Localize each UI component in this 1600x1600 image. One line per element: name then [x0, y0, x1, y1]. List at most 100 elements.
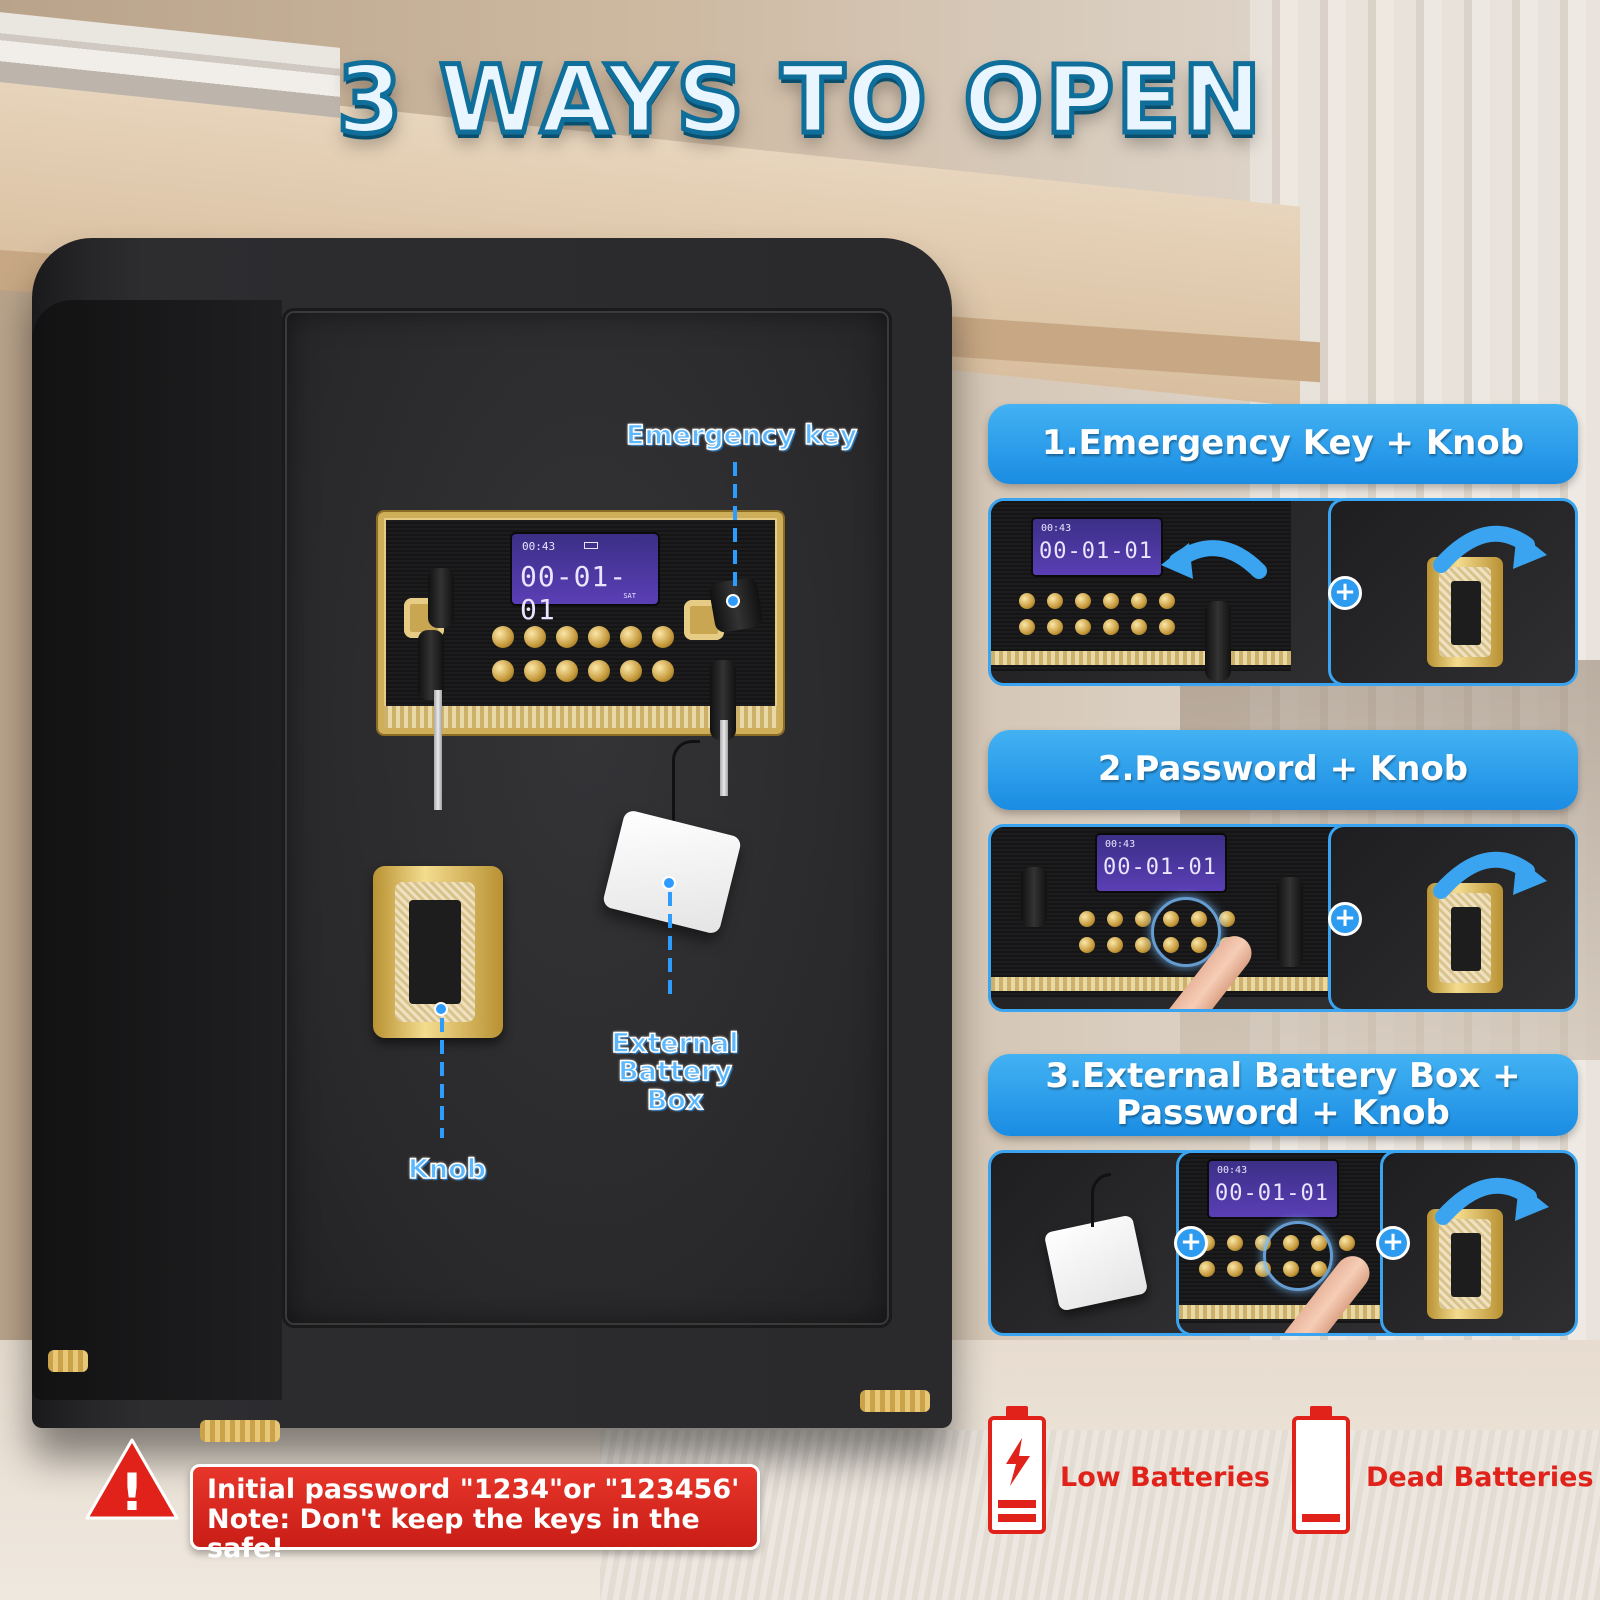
- keypad-button[interactable]: [652, 626, 674, 648]
- keypad-button[interactable]: [620, 626, 642, 648]
- mini-button: [1131, 619, 1147, 635]
- safe-foot: [48, 1350, 88, 1372]
- mini-trim: [991, 651, 1291, 665]
- mini-button: [1227, 1261, 1243, 1277]
- low-batteries-label: Low Batteries: [1060, 1462, 1270, 1493]
- mini-battery-box: [1043, 1214, 1149, 1312]
- lcd-battery-icon: [584, 542, 598, 549]
- key-icon[interactable]: [418, 630, 444, 700]
- method-2-title: 2.Password + Knob: [1097, 749, 1469, 790]
- mini-button: [1219, 911, 1235, 927]
- warning-triangle-icon: !: [85, 1438, 179, 1522]
- warning-symbol: !: [120, 1463, 144, 1522]
- mini-trim: [1179, 1305, 1405, 1319]
- keypad-button[interactable]: [620, 660, 642, 682]
- method-1-header: 1.Emergency Key + Knob: [988, 404, 1578, 484]
- curved-arrow-icon: [1433, 851, 1547, 899]
- mini-button: [1135, 911, 1151, 927]
- method-1-image-knob: [1328, 498, 1578, 686]
- battery-dead-icon: [1292, 1406, 1350, 1534]
- callout-external-battery-line2: Battery Box: [617, 1056, 732, 1116]
- safe-side: [32, 300, 282, 1400]
- lcd-day: SAT: [623, 592, 636, 600]
- mini-lcd-date: 00-01-01: [1103, 855, 1217, 880]
- keypad-button[interactable]: [652, 660, 674, 682]
- curved-arrow-icon: [1161, 540, 1267, 579]
- mini-button: [1159, 619, 1175, 635]
- mini-button: [1227, 1235, 1243, 1251]
- safe-foot: [860, 1390, 930, 1412]
- plus-icon: +: [1328, 902, 1362, 936]
- mini-button: [1339, 1235, 1355, 1251]
- key-icon[interactable]: [428, 568, 454, 628]
- mini-lcd: 00:43 00-01-01: [1097, 835, 1225, 891]
- lcd-display: 00:43 00-01-01 SAT: [512, 534, 658, 626]
- callout-dot: [662, 876, 676, 890]
- plus-icon: +: [1174, 1226, 1208, 1260]
- mini-button: [1103, 619, 1119, 635]
- key-icon: [1021, 867, 1047, 927]
- mini-button: [1199, 1261, 1215, 1277]
- safe-door: [282, 308, 892, 1328]
- callout-line: [440, 1018, 444, 1138]
- key-icon: [1277, 877, 1303, 967]
- keypad-button[interactable]: [524, 626, 546, 648]
- warning-box: Initial password "1234"or "123456' Note:…: [190, 1464, 760, 1564]
- panel-trim: [384, 706, 777, 728]
- method-1-title: 1.Emergency Key + Knob: [1041, 423, 1525, 464]
- keypad-button[interactable]: [524, 660, 546, 682]
- battery-cable: [672, 740, 700, 830]
- method-3-image-keypad: 00:43 00-01-01: [1176, 1150, 1408, 1336]
- callout-knob: Knob: [407, 1154, 487, 1185]
- method-2-header: 2.Password + Knob: [988, 730, 1578, 810]
- curved-arrow-icon: [1435, 1177, 1549, 1225]
- mini-lcd-time: 00:43: [1217, 1165, 1248, 1176]
- mini-button: [1019, 619, 1035, 635]
- warning-line1: Initial password "1234"or "123456': [207, 1474, 740, 1505]
- keypad-buttons: [492, 626, 692, 682]
- method-1-image-keypad: 00:43 00-01-01: [988, 498, 1354, 686]
- battery-bar: [998, 1514, 1036, 1522]
- knob-grip: [395, 882, 475, 1022]
- callout-dot: [434, 1002, 448, 1016]
- mini-button: [1079, 911, 1095, 927]
- mini-button: [1103, 593, 1119, 609]
- mini-button: [1075, 593, 1091, 609]
- mini-lcd-date: 00-01-01: [1215, 1181, 1329, 1206]
- mini-button: [1047, 619, 1063, 635]
- mini-button: [1131, 593, 1147, 609]
- background-rug: [600, 1430, 1600, 1600]
- key-blade: [434, 690, 442, 810]
- plus-icon: +: [1376, 1226, 1410, 1260]
- press-ring: [1151, 897, 1221, 967]
- keypad-button[interactable]: [556, 660, 578, 682]
- lightning-icon: [1006, 1438, 1030, 1486]
- mini-trim: [991, 977, 1351, 991]
- keypad-button[interactable]: [556, 626, 578, 648]
- mini-button: [1079, 937, 1095, 953]
- warning-line2: Note: Don't keep the keys in the safe!: [207, 1503, 700, 1565]
- press-ring: [1263, 1221, 1333, 1291]
- method-3-header: 3.External Battery Box + Password + Knob: [988, 1054, 1578, 1136]
- mini-lcd-date: 00-01-01: [1039, 539, 1153, 564]
- keypad-button[interactable]: [588, 660, 610, 682]
- curved-arrow-icon: [1433, 525, 1547, 573]
- callout-external-battery-line1: External: [611, 1028, 740, 1059]
- mini-knob-hole: [1451, 1233, 1481, 1297]
- key-blade: [720, 720, 728, 796]
- plus-icon: +: [1328, 576, 1362, 610]
- mini-lcd: 00:43 00-01-01: [1033, 519, 1161, 575]
- mini-button: [1047, 593, 1063, 609]
- callout-line: [733, 462, 737, 592]
- battery-bar: [1302, 1514, 1340, 1522]
- mini-button: [1075, 619, 1091, 635]
- battery-low-icon: [988, 1406, 1046, 1534]
- keypad-button[interactable]: [492, 660, 514, 682]
- method-2-image-knob: [1328, 824, 1578, 1012]
- keypad-button[interactable]: [588, 626, 610, 648]
- method-3-image-battery: [988, 1150, 1202, 1336]
- callout-external-battery: External Battery Box: [590, 1028, 760, 1116]
- keypad-button[interactable]: [492, 626, 514, 648]
- method-3-title-line2: Password + Knob: [1116, 1093, 1450, 1133]
- mini-button: [1135, 937, 1151, 953]
